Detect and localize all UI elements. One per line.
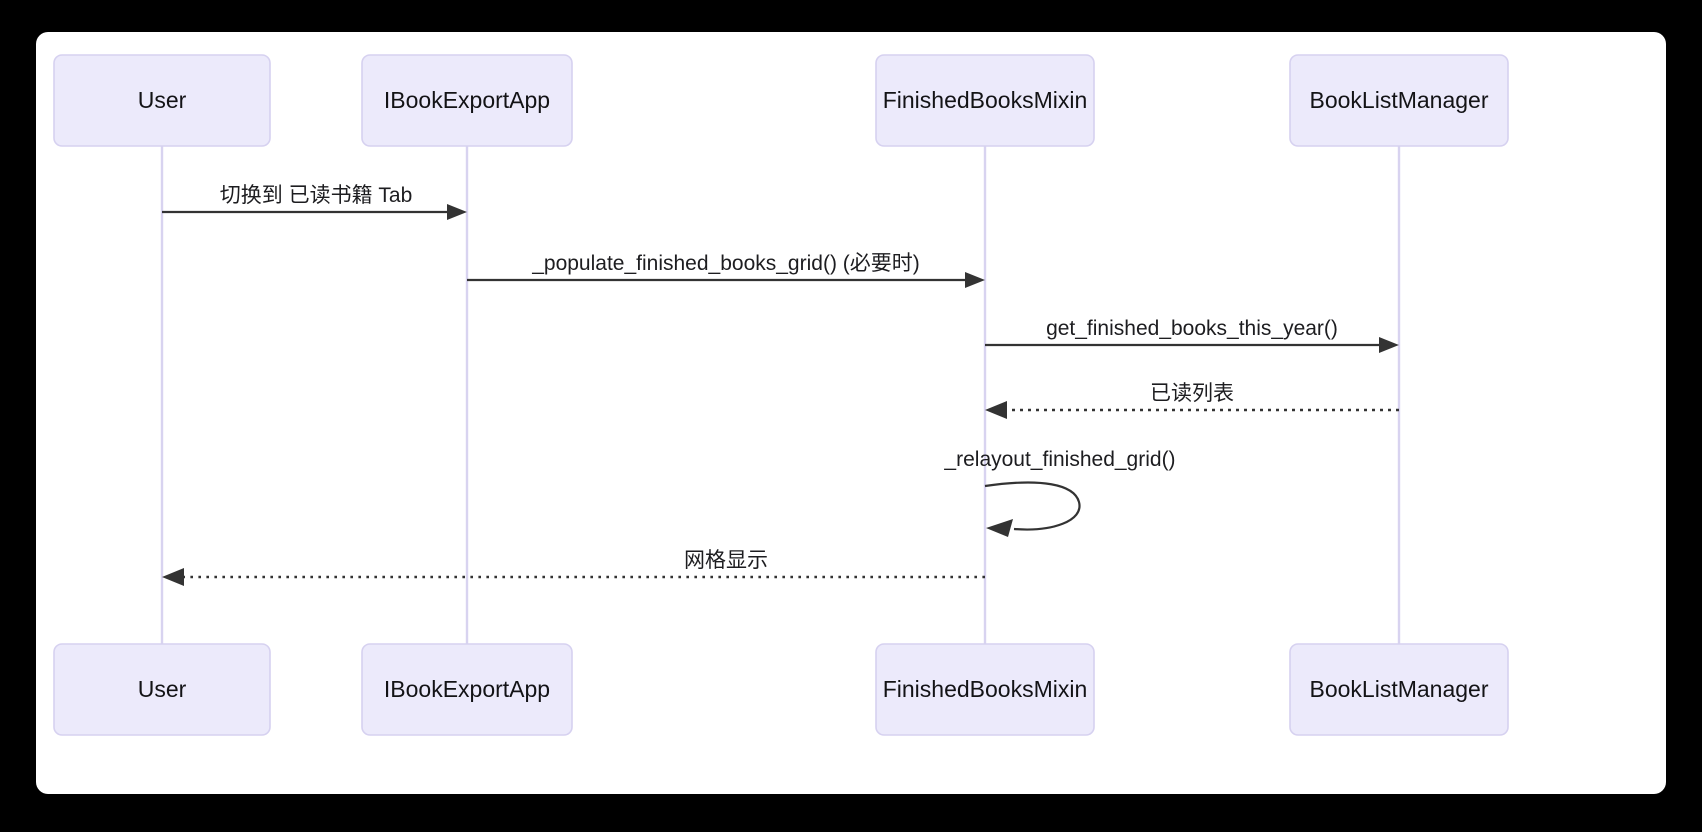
participant-box[interactable]: [361, 643, 573, 736]
participant-boxes-bottom: User IBookExportApp FinishedBooksMixin B…: [53, 643, 1509, 736]
participant-box[interactable]: [875, 643, 1095, 736]
message-label: 网格显示: [684, 549, 768, 572]
arrowhead-left-icon: [162, 568, 184, 586]
sequence-diagram-svg: User IBookExportApp FinishedBooksMixin B…: [53, 54, 1509, 736]
diagram-canvas: User IBookExportApp FinishedBooksMixin B…: [36, 32, 1666, 794]
participant-box[interactable]: [875, 54, 1095, 147]
participant-label: User: [138, 676, 187, 702]
message-label: get_finished_books_this_year(): [1046, 317, 1338, 340]
participant-box[interactable]: [1289, 54, 1509, 147]
participant-finishedbooksmixin-top[interactable]: FinishedBooksMixin: [875, 54, 1095, 147]
participant-user-bottom[interactable]: User: [53, 643, 271, 736]
participant-ibookexportapp-top[interactable]: IBookExportApp: [361, 54, 573, 147]
participant-boxes-top: User IBookExportApp FinishedBooksMixin B…: [53, 54, 1509, 147]
lifelines: [160, 146, 1401, 644]
participant-label: IBookExportApp: [384, 87, 550, 113]
message-label: _populate_finished_books_grid() (必要时): [531, 252, 920, 275]
message-label: 切换到 已读书籍 Tab: [220, 184, 413, 207]
arrowhead-right-icon: [447, 204, 467, 220]
participant-user-top[interactable]: User: [53, 54, 271, 147]
message-label: 已读列表: [1150, 382, 1234, 405]
message-1[interactable]: 切换到 已读书籍 Tab: [162, 184, 467, 220]
participant-label: BookListManager: [1310, 676, 1489, 702]
message-4[interactable]: 已读列表: [985, 382, 1399, 419]
participant-ibookexportapp-bottom[interactable]: IBookExportApp: [361, 643, 573, 736]
arrowhead-right-icon: [1379, 337, 1399, 353]
participant-box[interactable]: [53, 54, 271, 147]
participant-label: IBookExportApp: [384, 676, 550, 702]
participant-box[interactable]: [361, 54, 573, 147]
message-2[interactable]: _populate_finished_books_grid() (必要时): [467, 252, 985, 288]
participant-box[interactable]: [1289, 643, 1509, 736]
arrowhead-left-icon: [985, 401, 1007, 419]
participant-finishedbooksmixin-bottom[interactable]: FinishedBooksMixin: [875, 643, 1095, 736]
message-label: _relayout_finished_grid(): [943, 448, 1175, 471]
arrowhead-right-icon: [965, 272, 985, 288]
self-loop-path: [984, 481, 1081, 531]
participant-booklistmanager-bottom[interactable]: BookListManager: [1289, 643, 1509, 736]
arrowhead-left-icon: [986, 519, 1013, 537]
participant-label: BookListManager: [1310, 87, 1489, 113]
message-3[interactable]: get_finished_books_this_year(): [985, 317, 1399, 353]
participant-box[interactable]: [53, 643, 271, 736]
participant-label: FinishedBooksMixin: [883, 87, 1088, 113]
message-5-self-loop[interactable]: _relayout_finished_grid(): [943, 448, 1176, 537]
participant-label: FinishedBooksMixin: [883, 676, 1088, 702]
participant-label: User: [138, 87, 187, 113]
participant-booklistmanager-top[interactable]: BookListManager: [1289, 54, 1509, 147]
message-6[interactable]: 网格显示: [162, 549, 985, 586]
